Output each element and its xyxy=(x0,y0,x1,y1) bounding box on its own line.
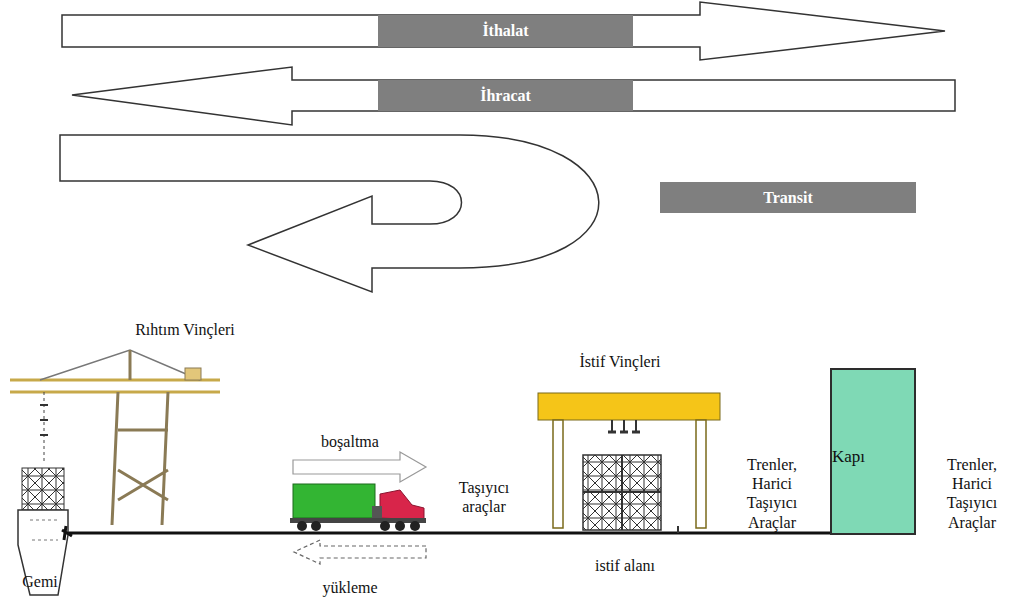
gate-box: Kapı xyxy=(830,368,916,535)
crane-label: İstif Vinçleri xyxy=(545,352,695,371)
vehicle-label: Taşıyıcı araçlar xyxy=(438,478,530,516)
unloading-arrow xyxy=(293,452,426,482)
export-arrow xyxy=(72,67,955,125)
container-stack xyxy=(583,455,661,530)
import-band: İthalat xyxy=(378,15,633,47)
quay-line xyxy=(68,532,830,535)
truck xyxy=(290,484,426,531)
crane-label: Rıhtım Vinçleri xyxy=(105,320,265,339)
loading-arrow xyxy=(294,540,426,564)
quay-crane xyxy=(10,350,220,525)
import-arrow xyxy=(62,2,945,60)
node-text: Kapı xyxy=(832,447,865,467)
node-text: Transit xyxy=(763,189,812,207)
vehicle-label: Trenler, Harici Taşıyıcı Araçlar xyxy=(930,455,1014,532)
area-label: istif alanı xyxy=(570,556,680,575)
flow-label: yükleme xyxy=(295,578,405,597)
node-text: İthalat xyxy=(482,22,528,40)
flow-label: boşaltma xyxy=(300,432,400,451)
ship-label: Gemi xyxy=(10,572,70,591)
vehicle-label: Trenler, Harici Taşıyıcı Araçlar xyxy=(730,455,814,532)
transit-arrow xyxy=(60,135,599,292)
node-text: İhracat xyxy=(480,87,531,105)
transit-band: Transit xyxy=(660,182,916,213)
export-band: İhracat xyxy=(378,80,633,111)
